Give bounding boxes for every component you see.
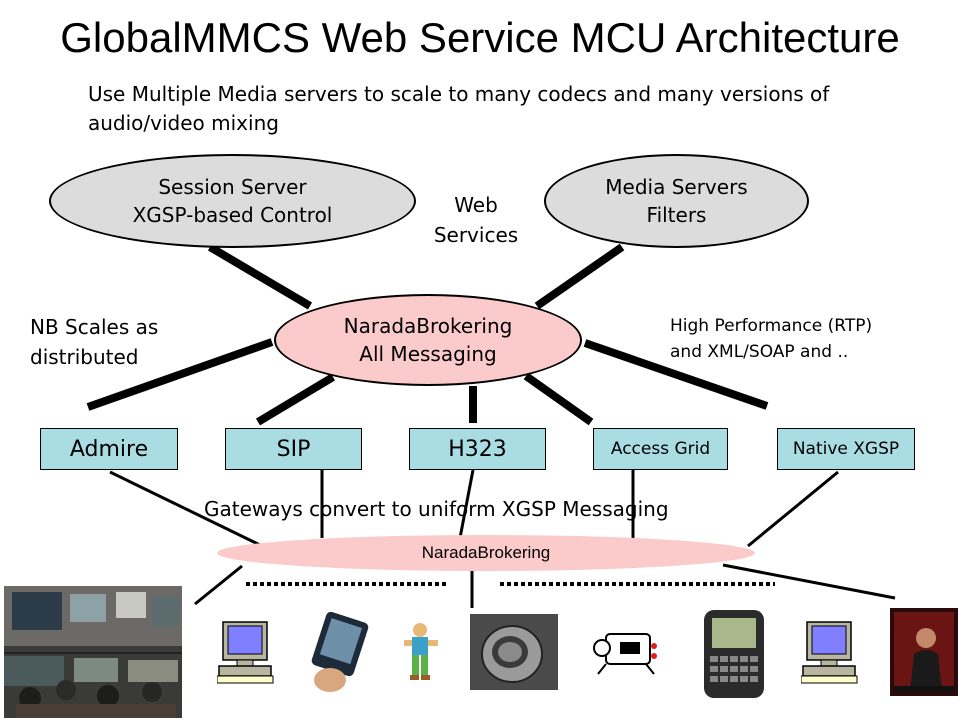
- video-conference-room-photo: [4, 586, 182, 718]
- media-servers-line1: Media Servers: [605, 175, 748, 199]
- gateway-admire: Admire: [40, 428, 178, 470]
- nb-scales-label: NB Scales as distributed: [30, 312, 230, 372]
- connector-broker-left: [86, 338, 274, 411]
- connector-media-broker: [534, 243, 625, 310]
- nb-scales-line2: distributed: [30, 345, 139, 369]
- media-servers-node: Media Servers Filters: [544, 154, 809, 248]
- video-camera-icon: [593, 633, 657, 675]
- web-services-label: Web Services: [420, 190, 532, 250]
- gateway-h323: H323: [409, 428, 546, 470]
- session-server-line1: Session Server: [158, 175, 307, 199]
- session-server-node: Session Server XGSP-based Control: [49, 154, 416, 248]
- connector-nb-right-device: [722, 563, 896, 600]
- connector-admire-nb: [109, 470, 263, 548]
- gateways-label: Gateways convert to uniform XGSP Messagi…: [204, 497, 669, 521]
- pda-icon: [311, 612, 369, 692]
- page-title: GlobalMMCS Web Service MCU Architecture: [60, 14, 900, 61]
- pager-device-icon: [704, 610, 764, 698]
- connector-nativexgsp-nb: [747, 470, 839, 548]
- gateway-native-xgsp: Native XGSP: [777, 428, 915, 470]
- desktop-pc-icon: [801, 621, 858, 684]
- java-ring-icon: [470, 614, 558, 690]
- high-performance-line2: and XML/SOAP and ..: [670, 342, 849, 362]
- person-photo: [890, 608, 958, 696]
- narada-top-node: NaradaBrokering All Messaging: [274, 294, 582, 386]
- session-server-line2: XGSP-based Control: [132, 203, 333, 227]
- desktop-pc-icon: [217, 621, 274, 684]
- narada-top-line2: All Messaging: [359, 342, 497, 366]
- nb-scales-line1: NB Scales as: [30, 315, 159, 339]
- narada-bottom-node: NaradaBrokering: [217, 535, 755, 571]
- web-services-line2: Services: [433, 223, 519, 247]
- narada-top-line1: NaradaBrokering: [343, 314, 513, 338]
- gateway-access-grid: Access Grid: [593, 428, 728, 470]
- connector-nb-left-device: [194, 564, 243, 606]
- connector-broker-accessgrid: [523, 372, 594, 426]
- connector-broker-sip: [255, 373, 336, 426]
- connector-h323-nb: [458, 469, 475, 539]
- high-performance-label: High Performance (RTP) and XML/SOAP and …: [670, 313, 950, 365]
- connector-broker-right: [583, 339, 769, 410]
- media-servers-line2: Filters: [646, 203, 707, 227]
- subtitle: Use Multiple Media servers to scale to m…: [88, 82, 830, 135]
- web-services-line1: Web: [454, 193, 498, 217]
- cartoon-person-icon: [404, 623, 438, 680]
- gateway-sip: SIP: [225, 428, 362, 470]
- connector-session-broker: [207, 243, 313, 310]
- high-performance-line1: High Performance (RTP): [670, 316, 873, 336]
